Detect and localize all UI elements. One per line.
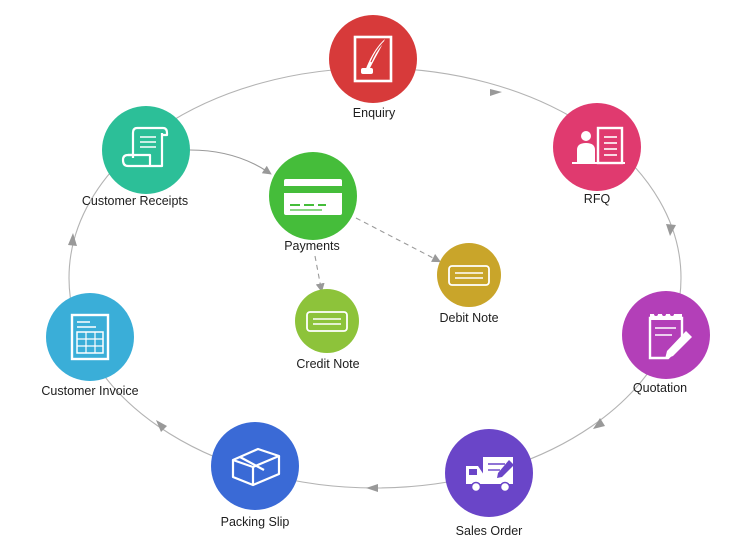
package-box-icon [231,447,281,487]
connector-payments-debitnote [355,217,441,263]
sales-order-label: Sales Order [455,524,523,538]
note-card-icon [306,311,348,332]
connector-payments-creditnote [314,255,325,293]
notepad-pencil-icon [648,312,692,360]
invoice-sheet-icon [70,313,110,361]
customer-receipts-label: Customer Receipts [81,194,189,208]
note-card-icon [448,265,490,286]
ring-arrow-packingslip-invoice [156,420,167,432]
ring-arrow-quotation-salesorder [593,418,605,429]
quotation-label: Quotation [632,381,688,395]
quill-document-icon [353,35,393,83]
cycle-arrows [68,89,676,492]
node-quotation[interactable] [622,291,710,379]
ring-arrow-enquiry-rfq [490,89,502,96]
enquiry-label: Enquiry [352,106,396,120]
node-payments[interactable] [269,152,357,240]
node-packing-slip[interactable] [211,422,299,510]
receipt-scroll-icon [121,126,169,168]
payments-label: Payments [284,239,340,253]
customer-invoice-label: Customer Invoice [41,384,139,398]
node-customer-receipts[interactable] [102,106,190,194]
debit-note-label: Debit Note [439,311,499,325]
person-document-icon [572,126,625,165]
connector-receipts-payments [189,149,272,175]
delivery-truck-icon [466,457,514,493]
node-debit-note[interactable] [437,243,501,307]
node-credit-note[interactable] [295,289,359,353]
customer-receipts-circle [102,106,190,194]
customer-invoice-circle [46,293,134,381]
debit-note-circle [437,243,501,307]
node-enquiry[interactable] [329,15,417,103]
node-sales-order[interactable] [445,429,533,517]
credit-note-circle [295,289,359,353]
payment-card-icon [284,179,342,215]
rfq-label: RFQ [583,192,611,206]
ring-arrow-rfq-quotation [666,224,676,236]
ring-arrow-salesorder-packingslip [366,484,378,492]
ring-arrow-invoice-receipts [68,233,77,246]
credit-note-label: Credit Note [296,357,360,371]
packing-slip-label: Packing Slip [220,515,290,529]
node-customer-invoice[interactable] [46,293,134,381]
node-rfq[interactable] [553,103,641,191]
